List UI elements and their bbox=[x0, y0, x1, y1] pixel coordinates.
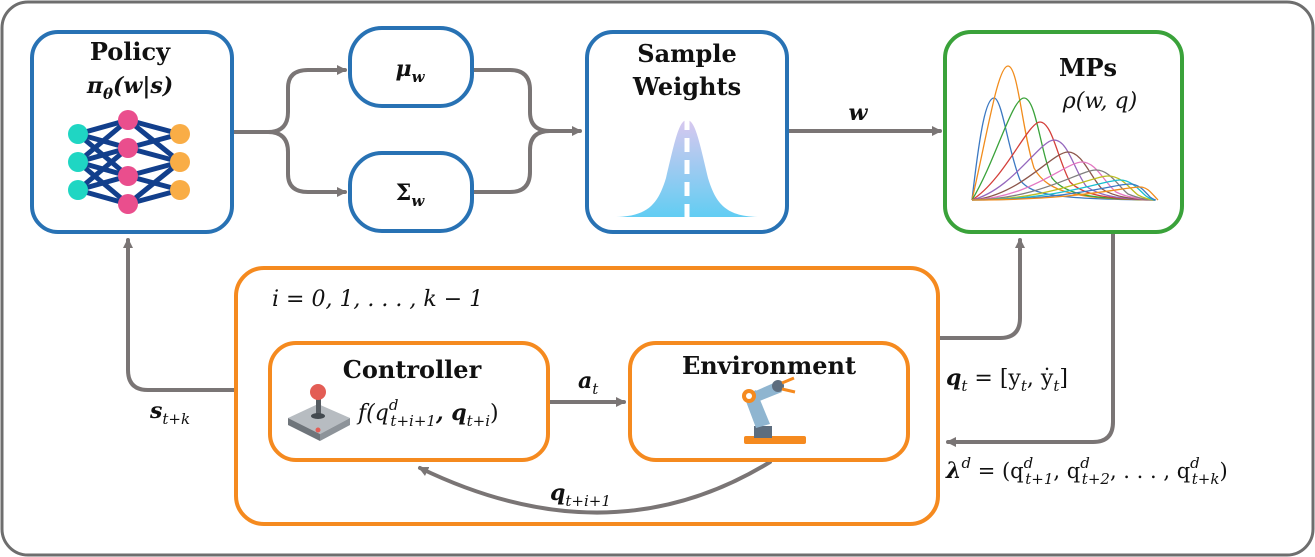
joystick-icon bbox=[288, 384, 350, 441]
mu-node: μw bbox=[348, 26, 474, 108]
sigma-label: Σw bbox=[396, 180, 426, 210]
arrow-to-sigma bbox=[266, 130, 347, 197]
environment-title: Environment bbox=[682, 351, 856, 380]
arrow-sigma-to-sample bbox=[470, 129, 552, 194]
mu-label: μw bbox=[395, 56, 425, 86]
edge-label-state: st+k bbox=[149, 398, 190, 428]
mp-curves-icon bbox=[971, 65, 1159, 201]
sample-weights-node: Sample Weights bbox=[585, 30, 789, 234]
sample-title-line2: Weights bbox=[632, 72, 741, 101]
arrow-to-mu bbox=[266, 65, 347, 134]
gaussian-bell-icon bbox=[613, 116, 761, 217]
mps-formula: ρ(w, q) bbox=[1062, 89, 1137, 114]
controller-title: Controller bbox=[343, 355, 482, 384]
arrow-qt-to-mps bbox=[936, 238, 1025, 340]
loop-container: i = 0, 1, . . . , k − 1 bbox=[234, 266, 940, 526]
arrow-feedback bbox=[418, 460, 772, 515]
sample-title-line1: Sample bbox=[637, 39, 736, 68]
arrow-mu-to-sample bbox=[470, 68, 582, 136]
edge-label-qt: qt = [yt, ẏt] bbox=[946, 365, 1068, 395]
edge-label-feedback: qt+i+1 bbox=[550, 480, 611, 510]
policy-node: Policy πθ(w|s) bbox=[30, 30, 234, 234]
arrows bbox=[123, 65, 1115, 515]
loop-label: i = 0, 1, . . . , k − 1 bbox=[272, 287, 483, 312]
neural-network-icon bbox=[68, 110, 190, 214]
sigma-node: Σw bbox=[348, 151, 474, 233]
arrow-mps-to-lambda bbox=[946, 230, 1115, 447]
mps-title: MPs bbox=[1059, 53, 1117, 82]
mps-node: MPs ρ(w, q) bbox=[943, 30, 1184, 234]
policy-formula: πθ(w|s) bbox=[86, 73, 173, 103]
arrow-state-to-policy bbox=[123, 238, 236, 392]
robot-arm-icon bbox=[742, 376, 806, 444]
policy-title: Policy bbox=[90, 37, 171, 66]
edge-label-w: w bbox=[849, 100, 869, 126]
environment-node: Environment bbox=[628, 341, 910, 462]
edge-label-action: at bbox=[578, 368, 599, 398]
